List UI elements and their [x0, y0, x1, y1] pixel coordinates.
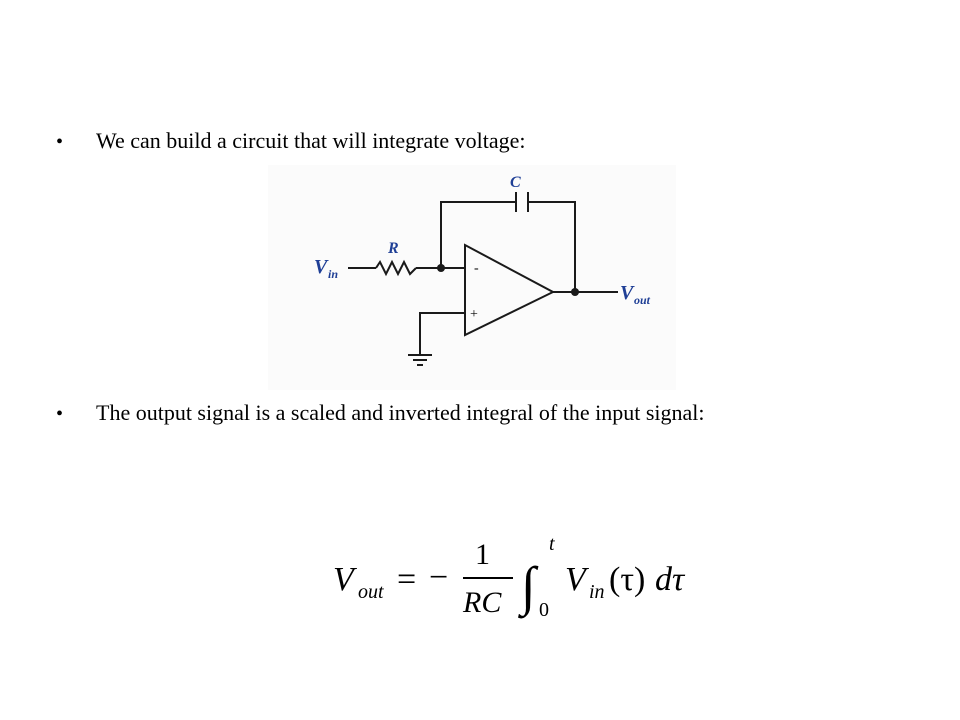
junction-node-input	[437, 264, 445, 272]
integrator-formula: V out = − 1 RC ∫ t 0 V in (τ) dτ	[333, 533, 686, 621]
input-voltage-label: V	[314, 256, 329, 278]
formula-equals: =	[397, 561, 416, 598]
output-voltage-label: V	[620, 282, 635, 304]
junction-node-output	[571, 288, 579, 296]
formula-integrand-sub: in	[589, 581, 605, 603]
formula-integrand: V	[565, 561, 590, 598]
integral-upper-limit: t	[549, 533, 555, 555]
capacitor-label: C	[510, 174, 521, 191]
op-amp-triangle	[464, 243, 556, 337]
feedback-wire-right	[528, 201, 576, 292]
bullet-marker: •	[56, 131, 64, 153]
formula-minus: −	[429, 559, 448, 596]
op-amp-minus-label: -	[474, 261, 479, 276]
formula-differential: dτ	[655, 561, 686, 598]
noninverting-wire	[419, 312, 465, 355]
formula-argument: (τ)	[609, 561, 645, 598]
formula-lhs-sub: out	[358, 581, 384, 603]
feedback-wire-left	[440, 201, 516, 268]
integral-lower-limit: 0	[539, 599, 549, 621]
bullet-marker: •	[56, 403, 64, 425]
input-voltage-sub: in	[328, 267, 338, 281]
op-amp-integrator-diagram: - + C R V in V out	[268, 165, 676, 390]
resistor-label: R	[387, 240, 399, 257]
bullet-item-2: • The output signal is a scaled and inve…	[56, 400, 705, 426]
formula-denominator: RC	[462, 586, 502, 619]
output-voltage-sub: out	[634, 293, 651, 307]
formula-numerator: 1	[475, 538, 490, 571]
resistor-zigzag	[375, 259, 417, 277]
bullet-text: We can build a circuit that will integra…	[96, 128, 526, 153]
formula-lhs: V	[333, 561, 358, 598]
bullet-item-1: • We can build a circuit that will integ…	[56, 128, 526, 154]
op-amp-plus-label: +	[470, 307, 478, 322]
integral-sign: ∫	[518, 556, 539, 619]
bullet-text: The output signal is a scaled and invert…	[96, 400, 705, 425]
